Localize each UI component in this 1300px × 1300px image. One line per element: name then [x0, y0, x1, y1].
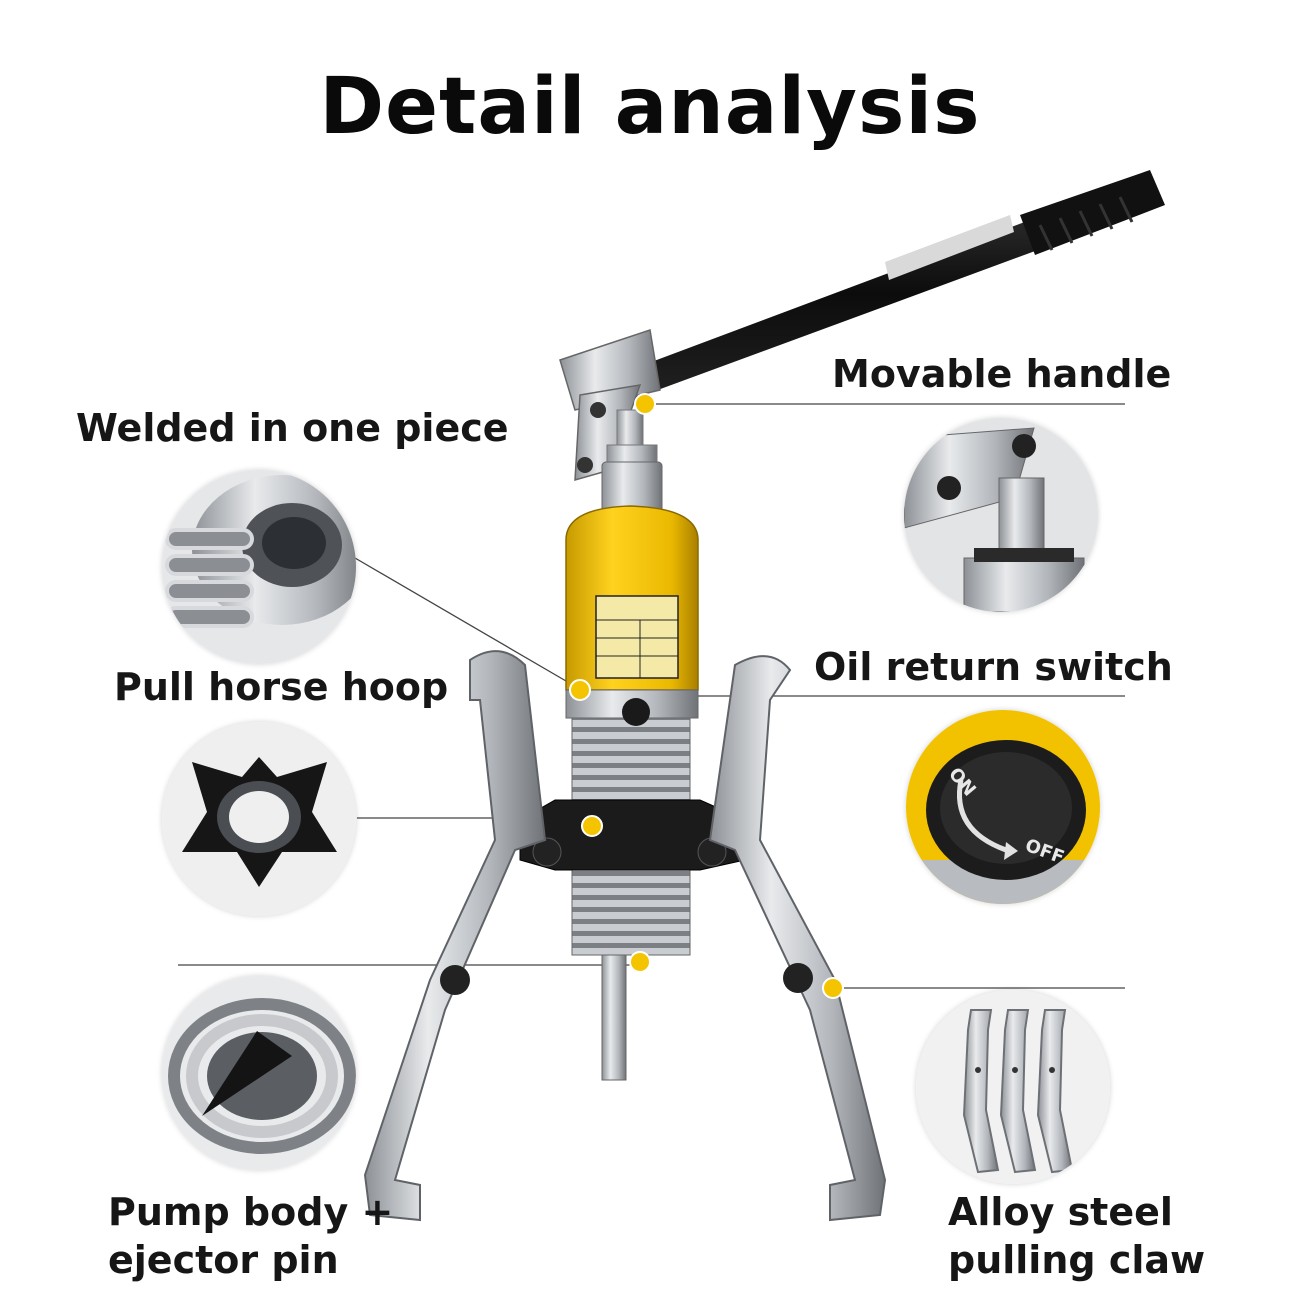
label-alloy-claw-line2: pulling claw: [948, 1238, 1206, 1282]
label-welded-in-one-piece: Welded in one piece: [76, 406, 509, 450]
thumb-pump-body-ejector-pin: [162, 976, 356, 1170]
thumb-movable-handle: [904, 418, 1098, 612]
handle: [559, 170, 1165, 482]
label-pull-horse-hoop: Pull horse hoop: [114, 665, 449, 709]
label-movable-handle: Movable handle: [832, 352, 1172, 396]
label-alloy-claw-line1: Alloy steel: [948, 1190, 1173, 1234]
label-pump-body-line2: ejector pin: [108, 1238, 339, 1282]
page-title: Detail analysis: [319, 62, 981, 152]
callout-line-welded: [354, 557, 579, 689]
thumb-oil-return-switch: ON OFF: [906, 710, 1100, 904]
callout-lines: [178, 403, 1125, 989]
callout-dots: [569, 393, 844, 999]
label-oil-return-switch: Oil return switch: [814, 645, 1173, 689]
thumb-pull-horse-hoop: [162, 722, 356, 916]
thumb-welded-thread: [162, 470, 356, 664]
thumb-alloy-pulling-claw: [916, 990, 1110, 1184]
label-pump-body-line1: Pump body +: [108, 1190, 394, 1234]
